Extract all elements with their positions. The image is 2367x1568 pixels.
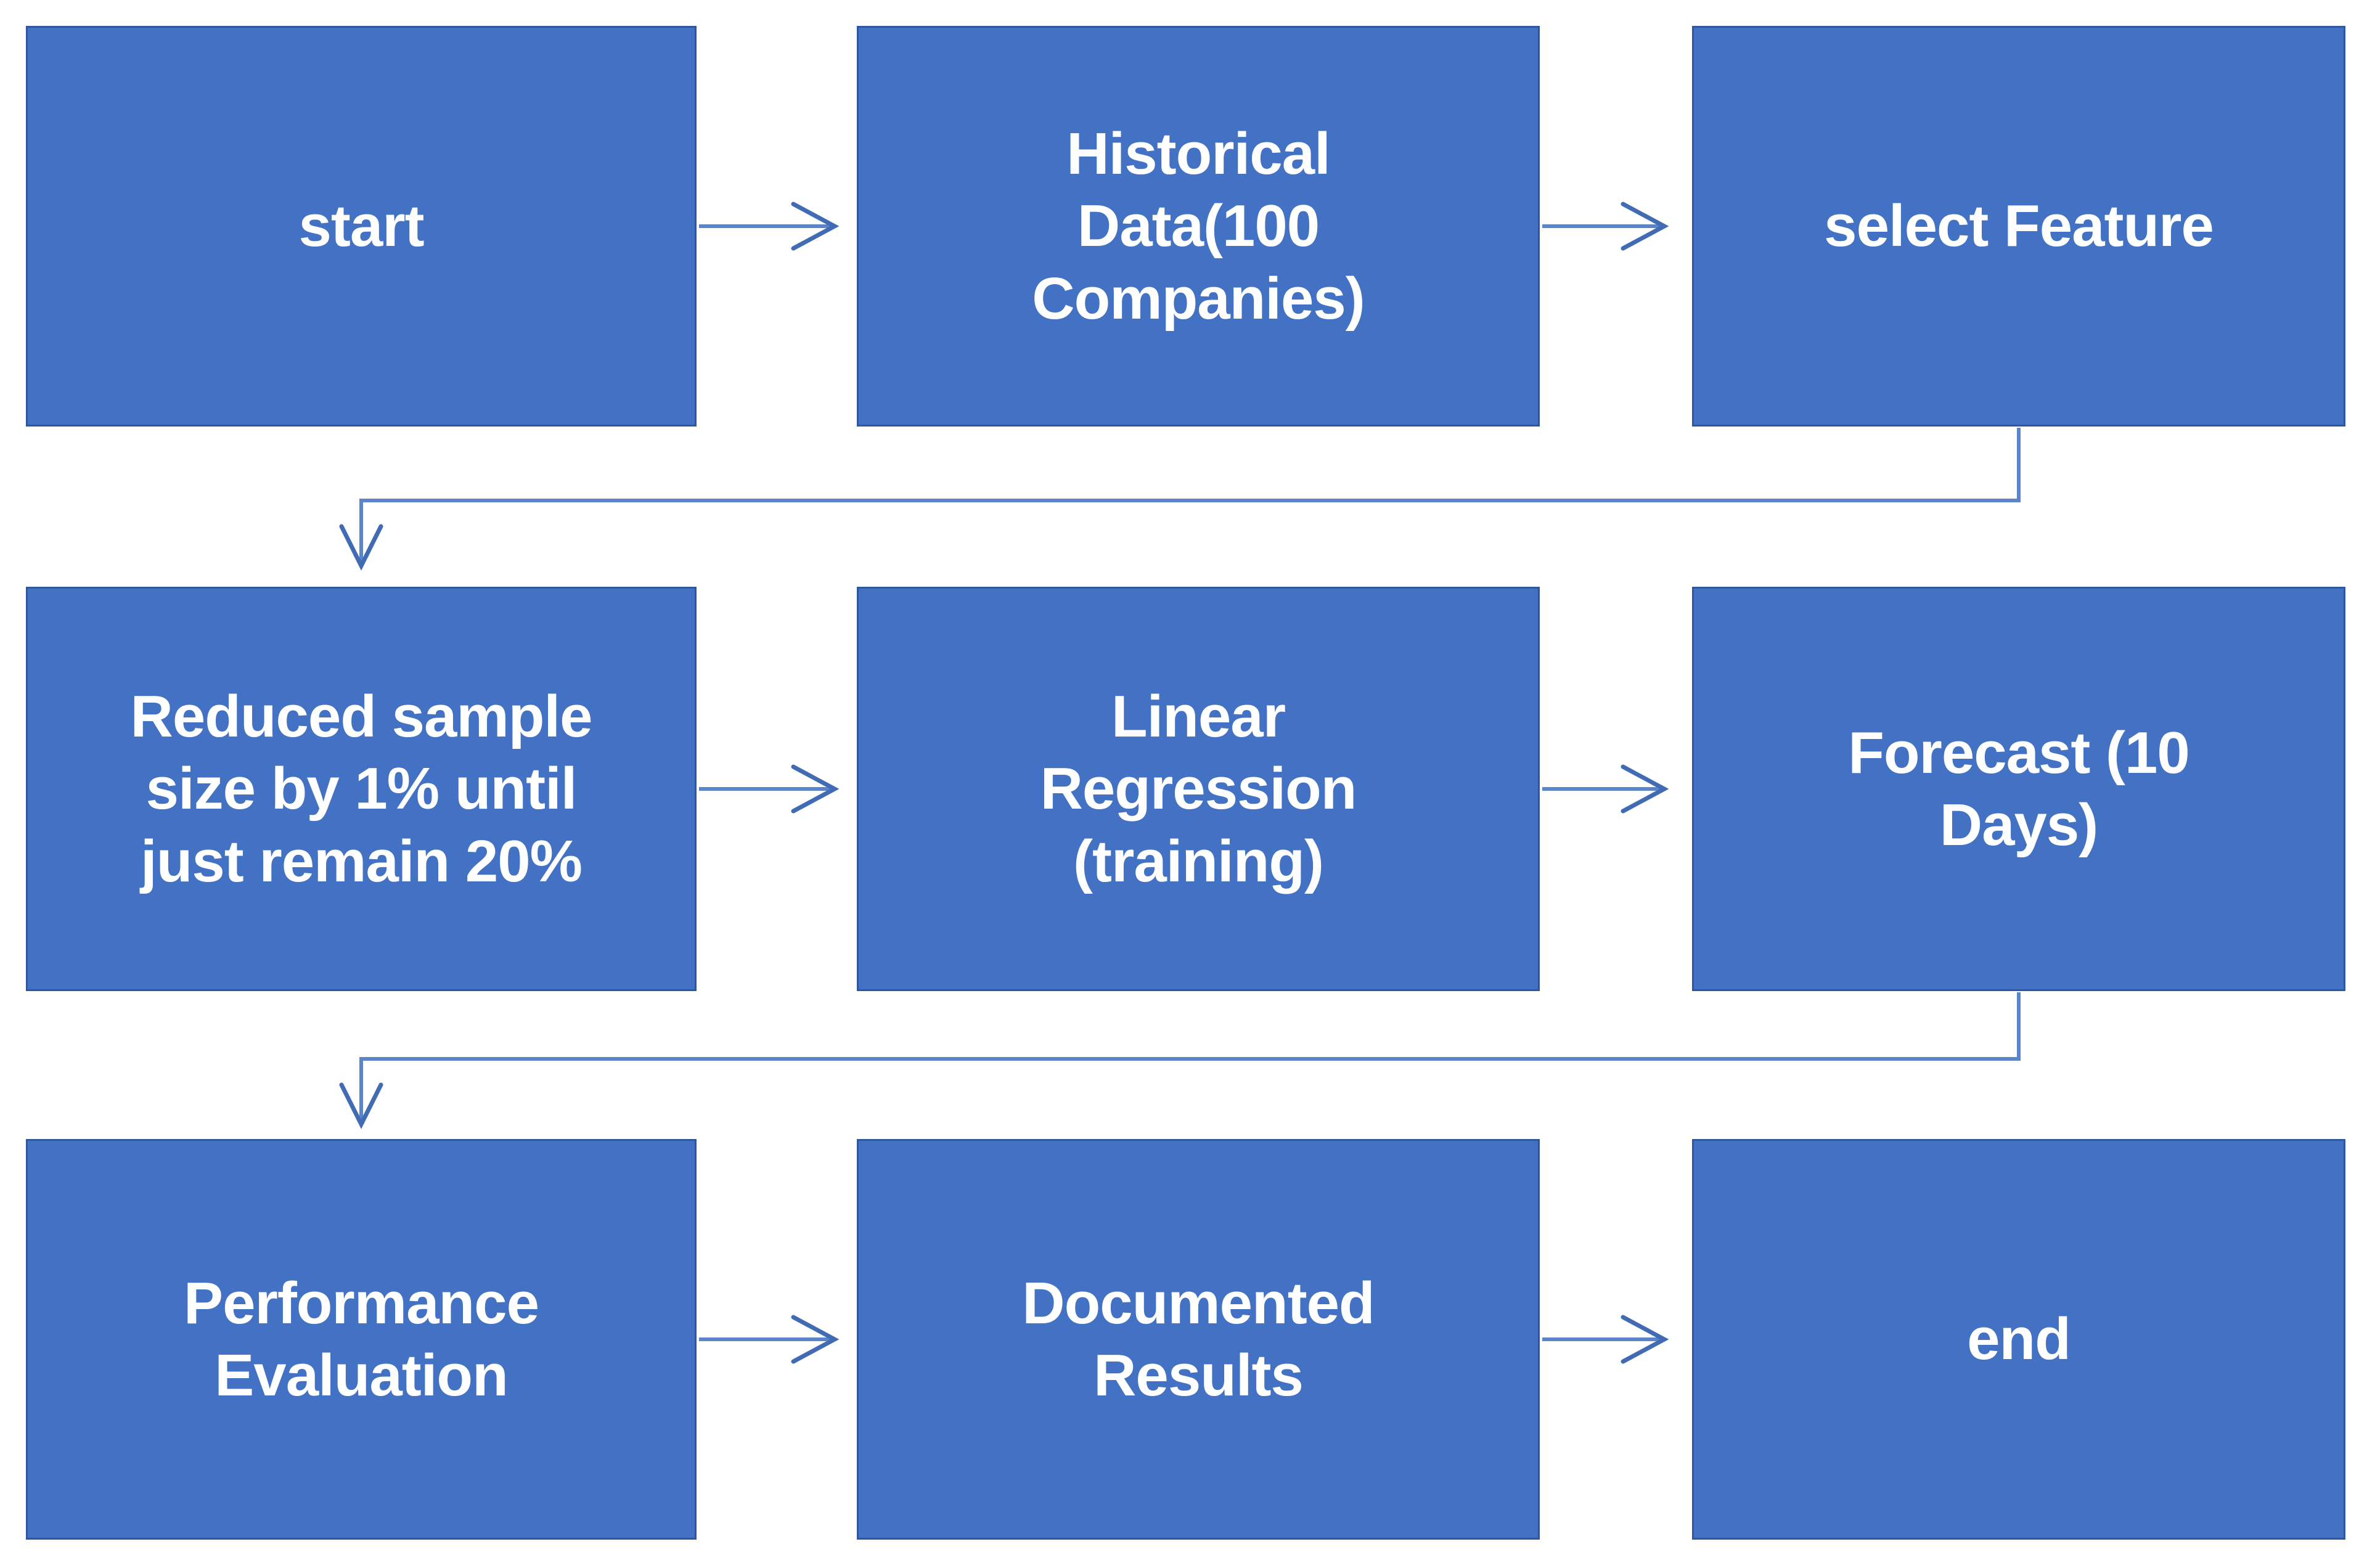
- node-linear-regression: Linear Regression (training): [857, 587, 1540, 991]
- node-forecast: Forecast (10 Days): [1692, 587, 2345, 991]
- arrow-linear-regression-to-forecast: [1542, 764, 1669, 814]
- node-select-feature: select Feature: [1692, 26, 2345, 427]
- node-documented-results: Documented Results: [857, 1139, 1540, 1540]
- arrow-select-feature-to-reduce-sample: [339, 428, 2021, 571]
- arrow-reduce-sample-to-linear-regression: [699, 764, 840, 814]
- node-end: end: [1692, 1139, 2345, 1540]
- node-reduce-sample: Reduced sample size by 1% until just rem…: [26, 587, 697, 991]
- arrow-historical-data-to-select-feature: [1542, 202, 1669, 251]
- node-historical-data: Historical Data(100 Companies): [857, 26, 1540, 427]
- node-performance-evaluation: Performance Evaluation: [26, 1139, 697, 1540]
- arrow-forecast-to-performance-evaluation: [339, 992, 2021, 1129]
- node-start: start: [26, 26, 697, 427]
- arrow-performance-evaluation-to-documented-results: [699, 1315, 840, 1364]
- arrow-documented-results-to-end: [1542, 1315, 1669, 1364]
- arrow-start-to-historical-data: [699, 202, 840, 251]
